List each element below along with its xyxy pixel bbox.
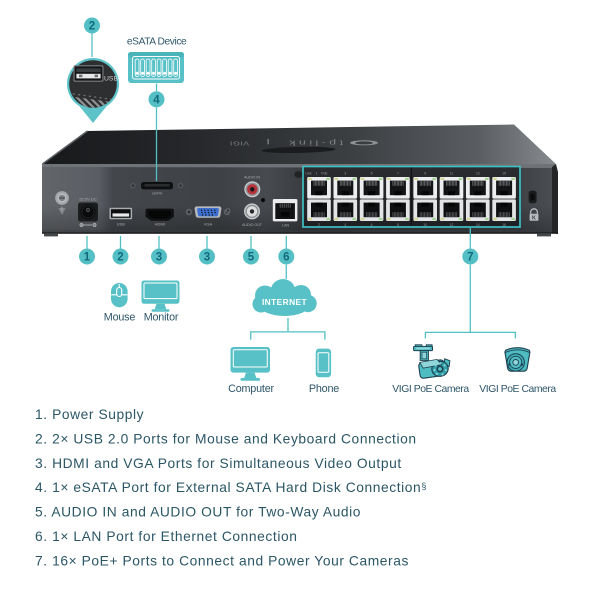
svg-text:eSATA Device: eSATA Device [127, 37, 187, 48]
svg-text:12: 12 [450, 223, 454, 227]
svg-text:6: 6 [371, 223, 373, 227]
svg-text:3: 3 [204, 252, 210, 264]
svg-text:2. 2× USB 2.0 Ports for Mouse: 2. 2× USB 2.0 Ports for Mouse and Keyboa… [35, 431, 417, 446]
svg-text:16: 16 [502, 223, 506, 227]
svg-text:1: 1 [316, 171, 318, 175]
svg-text:13: 13 [476, 171, 480, 175]
svg-text:6: 6 [283, 252, 289, 264]
svg-text:6. 1× LAN Port for Ethernet Co: 6. 1× LAN Port for Ethernet Connection [35, 529, 297, 544]
svg-text:4: 4 [153, 94, 160, 106]
svg-text:3: 3 [156, 252, 162, 264]
svg-text:1. Power Supply: 1. Power Supply [35, 407, 144, 422]
svg-text:Mouse: Mouse [104, 312, 136, 324]
svg-text:8: 8 [397, 223, 399, 227]
svg-text:VIGI PoE Camera: VIGI PoE Camera [479, 384, 556, 395]
svg-text:K: K [532, 216, 536, 222]
svg-text:10: 10 [423, 223, 427, 227]
svg-text:USB: USB [117, 221, 126, 226]
svg-text:5: 5 [371, 171, 373, 175]
svg-text:11: 11 [450, 171, 454, 175]
svg-text:4: 4 [344, 223, 346, 227]
svg-text:VIGI: VIGI [229, 140, 249, 147]
svg-text:USB: USB [104, 75, 118, 82]
svg-text:Monitor: Monitor [144, 312, 179, 324]
svg-text:7. 16× PoE+ Ports to Connect a: 7. 16× PoE+ Ports to Connect and Power Y… [35, 553, 409, 568]
svg-text:Computer: Computer [228, 383, 274, 395]
svg-text:3. HDMI and VGA Ports for Simu: 3. HDMI and VGA Ports for Simultaneous V… [35, 456, 402, 471]
svg-text:4. 1× eSATA Port for External: 4. 1× eSATA Port for External SATA Hard … [35, 480, 427, 495]
svg-text:9: 9 [424, 171, 426, 175]
svg-text:2: 2 [318, 223, 320, 227]
svg-text:HDMI: HDMI [155, 221, 165, 226]
svg-text:LAN: LAN [282, 224, 289, 228]
svg-text:5: 5 [248, 252, 255, 264]
svg-text:52.5V DC: 52.5V DC [79, 197, 96, 202]
svg-text:Phone: Phone [309, 383, 339, 395]
svg-text:VIGI PoE Camera: VIGI PoE Camera [392, 384, 469, 395]
svg-text:AUDIO IN: AUDIO IN [244, 175, 260, 179]
svg-text:3: 3 [344, 171, 346, 175]
svg-text:1: 1 [84, 252, 91, 264]
svg-text:2: 2 [89, 21, 95, 33]
svg-text:PoE: PoE [321, 171, 328, 175]
svg-text:5. AUDIO IN and AUDIO OUT for: 5. AUDIO IN and AUDIO OUT for Two-Way Au… [35, 505, 361, 520]
svg-text:7: 7 [397, 171, 399, 175]
svg-text:INTERNET: INTERNET [262, 297, 308, 307]
svg-text:AUDIO OUT: AUDIO OUT [242, 223, 263, 227]
svg-text:Link: Link [305, 171, 311, 175]
svg-text:14: 14 [476, 223, 480, 227]
svg-text:15: 15 [502, 171, 506, 175]
svg-text:tp-link: tp-link [286, 138, 343, 146]
svg-text:VGA: VGA [204, 221, 213, 226]
svg-text:2: 2 [117, 252, 123, 264]
svg-text:eSATA: eSATA [152, 192, 163, 196]
svg-text:7: 7 [467, 252, 473, 264]
